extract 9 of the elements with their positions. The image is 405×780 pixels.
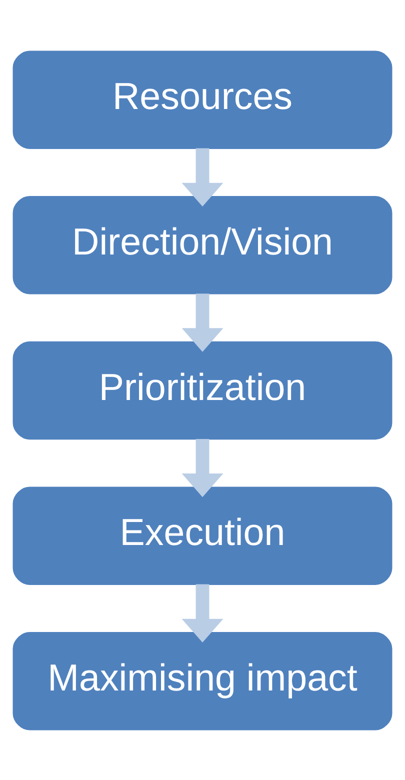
node-box: Direction/Vision — [12, 196, 392, 294]
node-box: Execution — [12, 486, 392, 584]
node-box: Resources — [12, 50, 392, 148]
arrow — [182, 293, 224, 352]
arrow — [182, 148, 224, 206]
node-box: Maximising impact — [12, 632, 392, 730]
arrow — [182, 438, 224, 497]
arrow — [182, 584, 224, 642]
node-box: Prioritization — [12, 340, 392, 440]
